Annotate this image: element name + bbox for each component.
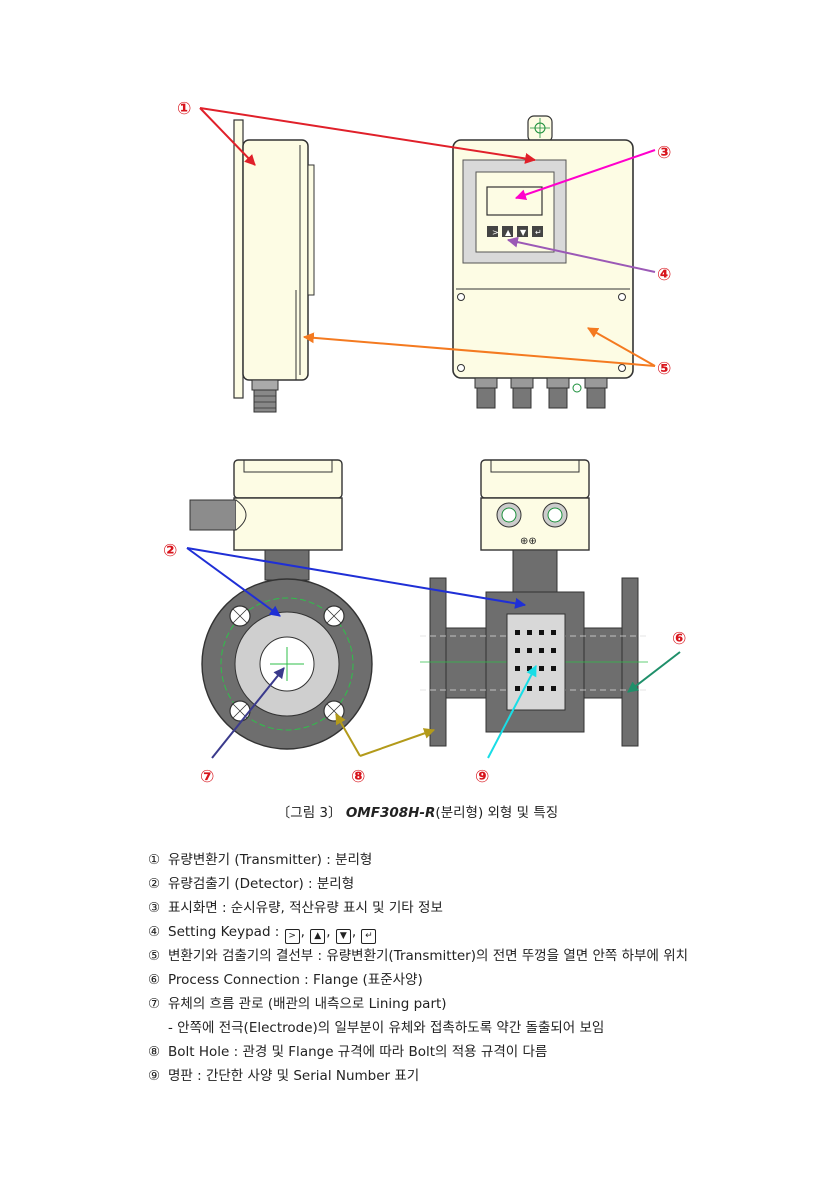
legend-text: 유량변환기 (Transmitter) : 분리형 <box>168 852 373 868</box>
legend-text: Setting Keypad : <box>168 924 280 940</box>
legend-item: ⑧ Bolt Hole : 관경 및 Flange 규격에 따라 Bolt의 적용… <box>148 1040 788 1064</box>
arrow-2b <box>186 547 527 609</box>
marker-1: ① <box>177 99 191 119</box>
legend-item: ⑤ 변환기와 검출기의 결선부 : 유량변환기(Transmitter)의 전면 … <box>148 944 788 968</box>
marker-2: ② <box>163 541 177 561</box>
marker-8: ⑧ <box>351 767 365 787</box>
legend-text: 유량검출기 (Detector) : 분리형 <box>168 876 355 892</box>
caption-prefix: 〔그림 3〕 <box>276 805 342 821</box>
enter-key-icon: ↵ <box>361 929 377 944</box>
arrow-5b <box>587 327 656 367</box>
arrow-3 <box>514 149 656 200</box>
marker-6: ⑥ <box>672 629 686 649</box>
arrow-4 <box>506 236 656 273</box>
legend-item: ③ 표시화면 : 순시유량, 적산유량 표시 및 기타 정보 <box>148 896 788 920</box>
legend-number: ⑧ <box>148 1044 161 1060</box>
figure-caption: 〔그림 3〕 OMF308H-R(분리형) 외형 및 특징 <box>0 801 835 821</box>
legend-number: ⑨ <box>148 1068 161 1084</box>
arrow-7 <box>211 667 285 759</box>
transmitter-side-view <box>233 119 315 413</box>
callout-markers: ① ② ③ ④ ⑤ ⑥ ⑦ ⑧ ⑨ <box>163 99 686 787</box>
arrow-1a <box>199 107 256 166</box>
svg-text:⊕⊕: ⊕⊕ <box>520 536 537 547</box>
marker-4: ④ <box>657 265 671 285</box>
legend-text: 변환기와 검출기의 결선부 : 유량변환기(Transmitter)의 전면 뚜… <box>168 948 689 964</box>
callout-arrows <box>186 107 681 759</box>
caption-suffix: (분리형) 외형 및 특징 <box>435 805 559 821</box>
legend-item: ② 유량검출기 (Detector) : 분리형 <box>148 872 788 896</box>
legend-number: ④ <box>148 924 161 940</box>
arrow-6 <box>627 651 681 693</box>
arrow-8a <box>335 713 361 757</box>
legend-number: ⑤ <box>148 948 161 964</box>
marker-3: ③ <box>657 143 671 163</box>
svg-text:↵: ↵ <box>535 228 542 237</box>
legend-text: Process Connection : Flange (표준사양) <box>168 972 423 988</box>
legend-number: ⑥ <box>148 972 161 988</box>
arrow-2a <box>186 547 281 617</box>
legend-number: ⑦ <box>148 996 161 1012</box>
svg-text:>: > <box>492 228 499 237</box>
legend-item: ⑥ Process Connection : Flange (표준사양) <box>148 968 788 992</box>
legend-text: - 안쪽에 전극(Electrode)의 일부분이 유체와 접촉하도록 약간 돌… <box>168 1020 605 1036</box>
legend-item: - 안쪽에 전극(Electrode)의 일부분이 유체와 접촉하도록 약간 돌… <box>148 1016 788 1040</box>
caption-model: OMF308H-R <box>345 805 436 821</box>
down-key-icon: ▼ <box>335 929 351 944</box>
arrow-9 <box>487 665 537 759</box>
arrow-5a <box>302 332 656 367</box>
legend-item: ① 유량변환기 (Transmitter) : 분리형 <box>148 848 788 872</box>
right-key-icon: > <box>284 929 300 944</box>
marker-5: ⑤ <box>657 359 671 379</box>
legend-text: Bolt Hole : 관경 및 Flange 규격에 따라 Bolt의 적용 … <box>168 1044 548 1060</box>
legend-number: ② <box>148 876 161 892</box>
detector-front-view: ⊕⊕ <box>420 459 648 747</box>
up-key-icon: ▲ <box>310 929 326 944</box>
arrow-1b <box>199 107 537 164</box>
legend-number: ③ <box>148 900 161 916</box>
legend-item: ⑨ 명판 : 간단한 사양 및 Serial Number 표기 <box>148 1064 788 1088</box>
detector-side-view <box>189 459 373 750</box>
legend-text: 표시화면 : 순시유량, 적산유량 표시 및 기타 정보 <box>168 900 443 916</box>
legend-text: 유체의 흐름 관로 (배관의 내측으로 Lining part) <box>168 996 447 1012</box>
feature-legend: ① 유량변환기 (Transmitter) : 분리형 ② 유량검출기 (Detect… <box>148 848 788 1088</box>
marker-7: ⑦ <box>200 767 214 787</box>
legend-text: 명판 : 간단한 사양 및 Serial Number 표기 <box>168 1068 420 1084</box>
svg-text:▲: ▲ <box>505 228 512 237</box>
marker-9: ⑨ <box>475 767 489 787</box>
legend-number: ① <box>148 852 161 868</box>
product-figure: > ▲ ▼ ↵ <box>163 99 686 787</box>
svg-text:▼: ▼ <box>520 228 527 237</box>
legend-item: ⑦ 유체의 흐름 관로 (배관의 내측으로 Lining part) <box>148 992 788 1016</box>
arrow-8b <box>359 728 436 757</box>
